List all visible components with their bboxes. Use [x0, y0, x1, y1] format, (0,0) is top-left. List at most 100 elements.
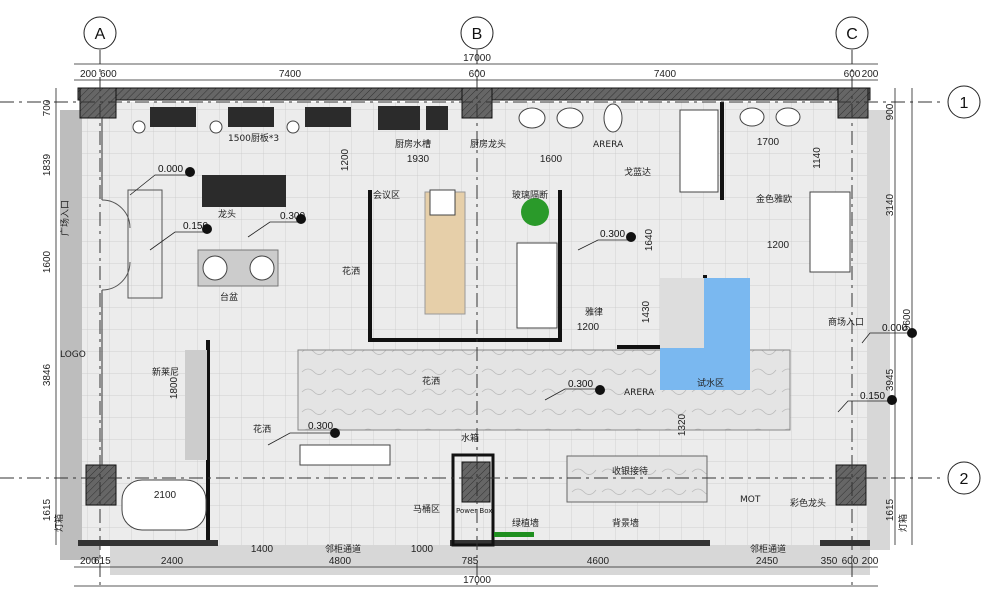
svg-text:灯箱: 灯箱: [53, 514, 65, 532]
svg-text:700: 700: [42, 99, 53, 116]
svg-text:1930: 1930: [407, 154, 430, 165]
svg-text:0.150: 0.150: [860, 391, 885, 402]
plant: [521, 198, 549, 226]
svg-text:台盆: 台盆: [220, 291, 238, 303]
svg-text:200: 200: [80, 69, 97, 80]
svg-text:2100: 2100: [154, 490, 177, 501]
svg-text:1400: 1400: [251, 544, 274, 555]
elevation-marker: 0.300: [247, 211, 306, 238]
svg-text:0.000: 0.000: [882, 323, 907, 334]
svg-text:1000: 1000: [411, 544, 434, 555]
svg-text:1500厨板*3: 1500厨板*3: [228, 132, 279, 144]
svg-text:2450: 2450: [756, 556, 779, 567]
svg-text:1200: 1200: [767, 240, 790, 251]
svg-text:7400: 7400: [279, 69, 302, 80]
svg-text:600: 600: [842, 556, 859, 567]
svg-text:17000: 17000: [463, 53, 491, 64]
svg-text:邻柜通道: 邻柜通道: [750, 543, 786, 555]
svg-text:广场入口: 广场入口: [59, 200, 71, 236]
svg-text:ARERA: ARERA: [624, 388, 655, 398]
svg-text:花洒: 花洒: [342, 265, 360, 277]
svg-text:商场入口: 商场入口: [828, 316, 864, 328]
svg-text:1800: 1800: [169, 376, 180, 399]
svg-text:615: 615: [94, 556, 111, 567]
elevation-marker: 0.300: [544, 379, 605, 401]
svg-text:1615: 1615: [885, 498, 896, 521]
plaza-entrance-door[interactable]: [101, 189, 163, 299]
svg-text:MOT: MOT: [740, 495, 761, 505]
svg-text:新莱尼: 新莱尼: [152, 366, 179, 378]
svg-text:4600: 4600: [587, 556, 610, 567]
svg-text:LOGO: LOGO: [60, 350, 86, 360]
svg-text:ARERA: ARERA: [593, 140, 624, 150]
svg-text:1: 1: [960, 95, 969, 112]
svg-text:1600: 1600: [42, 250, 53, 273]
svg-text:绿植墙: 绿植墙: [512, 517, 539, 529]
svg-text:0.300: 0.300: [568, 379, 593, 390]
svg-text:2: 2: [960, 471, 969, 488]
svg-text:马桶区: 马桶区: [413, 503, 440, 515]
svg-text:金色雅欧: 金色雅欧: [756, 193, 792, 205]
svg-text:1200: 1200: [340, 148, 351, 171]
svg-text:收银接待: 收银接待: [612, 465, 648, 477]
elevation-marker: 0.000: [861, 323, 917, 344]
svg-text:3945: 3945: [885, 368, 896, 391]
svg-text:900: 900: [885, 103, 896, 120]
svg-text:600: 600: [469, 69, 486, 80]
svg-text:17000: 17000: [463, 575, 491, 586]
svg-text:0.300: 0.300: [600, 229, 625, 240]
svg-text:水箱: 水箱: [461, 432, 479, 444]
svg-text:邻柜通道: 邻柜通道: [325, 543, 361, 555]
svg-text:会议区: 会议区: [373, 189, 400, 201]
svg-text:1839: 1839: [42, 153, 53, 176]
svg-text:1200: 1200: [577, 322, 600, 333]
grid-bubble-a: A: [83, 16, 117, 50]
svg-text:1430: 1430: [641, 300, 652, 323]
svg-text:4800: 4800: [329, 556, 352, 567]
svg-text:3140: 3140: [885, 193, 896, 216]
dimension-text: 17000 200 600 7400 600 7400 600 200 200 …: [42, 53, 913, 586]
svg-text:2400: 2400: [161, 556, 184, 567]
dimension-lines: [55, 63, 913, 587]
svg-text:1320: 1320: [677, 413, 688, 436]
svg-text:1615: 1615: [42, 498, 53, 521]
svg-text:花洒: 花洒: [422, 375, 440, 387]
svg-text:1700: 1700: [757, 137, 780, 148]
svg-text:Power Box: Power Box: [456, 507, 492, 515]
svg-text:600: 600: [844, 69, 861, 80]
green-wall: [494, 532, 534, 537]
svg-text:雅律: 雅律: [585, 306, 603, 318]
elevation-marker: 0.300: [577, 229, 636, 251]
room-labels: 1500厨板*3 厨房水槽 厨房龙头 ARERA 戈蓝达 金色雅欧 会议区 玻璃…: [53, 132, 909, 555]
svg-text:背景墙: 背景墙: [612, 517, 639, 529]
svg-text:0.000: 0.000: [158, 164, 183, 175]
svg-text:200: 200: [80, 556, 97, 567]
walls: [77, 87, 871, 547]
reception-counter: [566, 455, 708, 503]
svg-text:龙头: 龙头: [218, 208, 236, 220]
elevation-marker: 0.300: [267, 421, 340, 446]
elevation-markers: 0.000 0.150 0.300 0.300 0.300 0.300 0.00…: [129, 164, 917, 446]
svg-text:1640: 1640: [644, 228, 655, 251]
svg-text:灯箱: 灯箱: [897, 514, 909, 532]
svg-text:7400: 7400: [654, 69, 677, 80]
svg-text:600: 600: [100, 69, 117, 80]
svg-text:200: 200: [862, 556, 879, 567]
counter-fixtures: [121, 103, 851, 537]
elevation-marker: 0.000: [129, 164, 195, 196]
svg-text:戈蓝达: 戈蓝达: [624, 166, 651, 178]
svg-text:0.300: 0.300: [308, 421, 333, 432]
svg-text:A: A: [95, 26, 106, 43]
svg-text:785: 785: [462, 556, 479, 567]
elevation-marker: 0.150: [149, 221, 212, 251]
grid-lines: [0, 50, 945, 590]
svg-text:350: 350: [821, 556, 838, 567]
svg-text:花洒: 花洒: [253, 423, 271, 435]
svg-text:C: C: [846, 26, 858, 43]
grid-bubble-b: B: [460, 16, 494, 50]
svg-text:3846: 3846: [42, 363, 53, 386]
svg-text:B: B: [472, 26, 483, 43]
svg-text:厨房水槽: 厨房水槽: [395, 138, 431, 150]
svg-text:玻璃隔断: 玻璃隔断: [512, 189, 548, 201]
